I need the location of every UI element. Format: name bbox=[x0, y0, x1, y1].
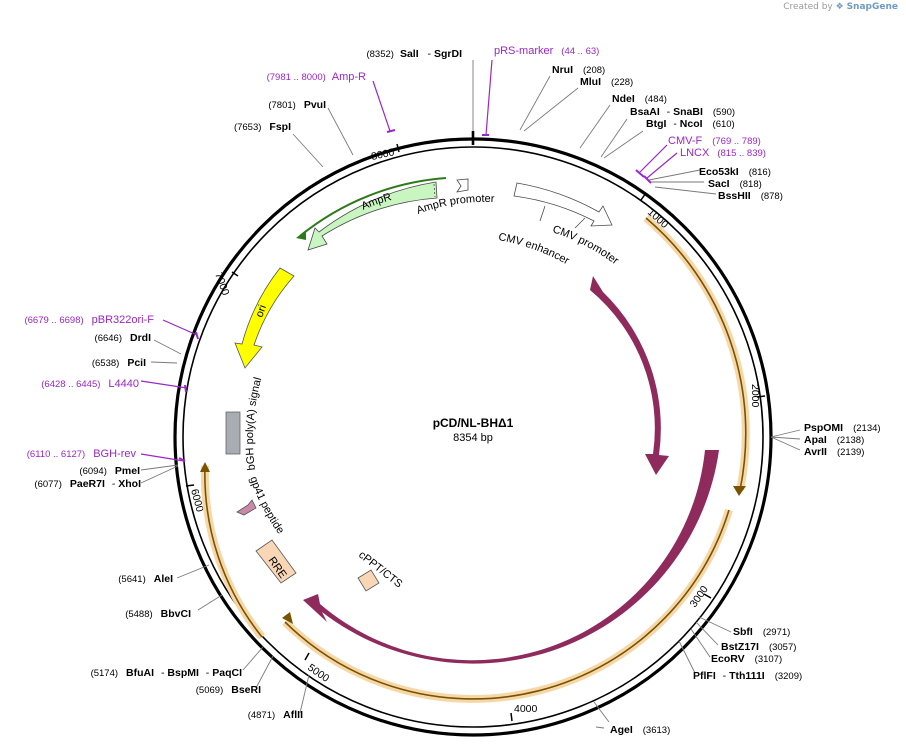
site-pflfi-tth111i: PflFI - Tth111I(3209) bbox=[693, 670, 802, 682]
outer-feature-right-arrowhead bbox=[733, 486, 746, 496]
cmv-promoter-leader bbox=[574, 217, 586, 229]
enzyme-leader-lines bbox=[140, 60, 801, 729]
site-bsaai-snabi: BsaAI - SnaBI(590) bbox=[630, 106, 735, 118]
primer-labels: pRS-marker(44 .. 63) (7981 .. 8000)Amp-R… bbox=[24, 45, 765, 460]
outer-feature-bottom-arrowhead bbox=[282, 612, 293, 624]
plasmid-name: pCD/NL-BHΔ1 bbox=[433, 416, 514, 430]
outer-feature-bottom bbox=[284, 509, 730, 700]
site-paer7i-xhoi: (6077)PaeR7I - XhoI bbox=[34, 478, 141, 490]
site-bsshii: BssHII(878) bbox=[718, 190, 783, 202]
feature-ori[interactable] bbox=[234, 267, 295, 369]
outer-feature-right bbox=[645, 217, 747, 491]
site-agei: AgeI(3613) bbox=[610, 724, 670, 736]
site-bseri: (5069)BseRI bbox=[196, 684, 261, 696]
outer-feature-left-arrowhead bbox=[200, 462, 210, 472]
site-ecorv: EcoRV(3107) bbox=[711, 653, 782, 665]
tick-label-6000: 6000 bbox=[188, 488, 206, 514]
site-avrii: AvrII(2139) bbox=[804, 446, 864, 458]
feature-label-ori: ori bbox=[254, 303, 269, 319]
tick-label-7000: 7000 bbox=[212, 271, 231, 297]
backbone-inner-strand bbox=[182, 146, 764, 728]
feature-rre[interactable] bbox=[255, 539, 297, 584]
site-eco53ki: Eco53kI(816) bbox=[699, 166, 771, 178]
primer-lncx: LNCX(815 .. 839) bbox=[680, 147, 766, 159]
cmv-enhancer-leader bbox=[539, 205, 546, 222]
outer-feature-halo-right bbox=[643, 214, 750, 491]
site-drdi: (6646)DrdI bbox=[95, 332, 152, 344]
tick-label-4000: 4000 bbox=[514, 703, 538, 715]
primer-l4440: (6428 .. 6445)L4440 bbox=[41, 378, 139, 390]
plasmid-length: 8354 bp bbox=[453, 432, 493, 444]
feature-ampr-promoter[interactable] bbox=[456, 178, 469, 193]
site-btgi-ncoi: BtgI - NcoI(610) bbox=[646, 118, 735, 130]
site-pcii: (6538)PciI bbox=[92, 357, 146, 369]
outer-feature-left bbox=[204, 465, 263, 638]
site-sbfi: SbfI(2971) bbox=[733, 626, 790, 638]
site-alei: (5641)AleI bbox=[118, 573, 173, 585]
site-bstz17i: BstZ17I(3057) bbox=[721, 641, 796, 653]
site-bfuai-bspmi-paqci: (5174)BfuAI - BspMI - PaqCI bbox=[91, 667, 242, 679]
restriction-site-labels: (8352)SalI - SgrDI NruI(208) MluI(228) N… bbox=[34, 48, 880, 736]
primer-pbr322ori-f: (6679 .. 6698)pBR322ori-F bbox=[24, 314, 154, 326]
feature-bgh-polya-signal[interactable] bbox=[225, 411, 241, 455]
feature-cppt-cts[interactable] bbox=[357, 569, 380, 592]
ampr-outline-arc bbox=[299, 177, 447, 237]
snapgene-logo-icon: ❖ bbox=[835, 2, 844, 12]
site-aflii: (4871)AflII bbox=[248, 709, 303, 721]
feature-gp41-peptide[interactable] bbox=[236, 499, 257, 516]
site-mlui: MluI(228) bbox=[580, 76, 633, 88]
primer-cmv-f: CMV-F(769 .. 789) bbox=[668, 135, 761, 147]
site-pspomi: PspOMI(2134) bbox=[804, 422, 881, 434]
site-nrui: NruI(208) bbox=[552, 64, 605, 76]
tick-label-2000: 2000 bbox=[749, 384, 761, 408]
primer-prs-marker: pRS-marker(44 .. 63) bbox=[494, 45, 599, 57]
site-pmei: (6094)PmeI bbox=[79, 465, 140, 477]
primer-amp-r: (7981 .. 8000)Amp-R bbox=[267, 71, 366, 83]
site-pvui: (7801)PvuI bbox=[268, 99, 326, 111]
site-saci: SacI(818) bbox=[708, 178, 762, 190]
feature-label-bgh: bGH poly(A) signal bbox=[244, 376, 264, 471]
feature-cmv-enhancer-promoter[interactable] bbox=[513, 182, 613, 227]
site-apai: ApaI(2138) bbox=[804, 434, 864, 446]
site-bbvci: (5488)BbvCI bbox=[125, 608, 191, 620]
ampr-outline-arrowhead bbox=[296, 230, 306, 240]
feature-hiv-1-gag[interactable] bbox=[590, 276, 669, 475]
primer-leader-lines bbox=[140, 59, 678, 462]
snapgene-credit: Created by ❖ SnapGene bbox=[783, 2, 898, 12]
site-fspi: (7653)FspI bbox=[234, 121, 291, 133]
site-ndei: NdeI(484) bbox=[612, 93, 667, 105]
primer-bgh-rev: (6110 .. 6127)BGH-rev bbox=[27, 448, 137, 460]
tick-label-8000: 8000 bbox=[370, 146, 395, 163]
feature-ampr[interactable] bbox=[307, 181, 438, 251]
site-sali-sgrdi: (8352)SalI - SgrDI bbox=[366, 48, 462, 60]
